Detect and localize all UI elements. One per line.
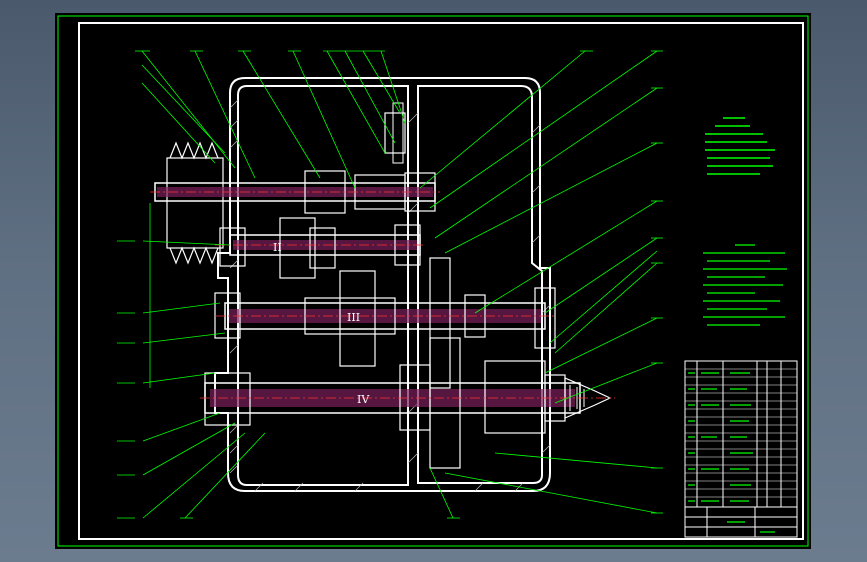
housing: [214, 77, 551, 492]
parts-list-rows: [685, 368, 797, 498]
outer-sheet-border: [57, 15, 809, 547]
parts-list-entries: [688, 372, 753, 502]
shaft-label-ii: II: [273, 241, 282, 254]
parts-list-table: [684, 360, 798, 508]
shaft-label-iii: III: [347, 311, 360, 324]
technical-requirements: [703, 244, 787, 326]
title-block: [684, 506, 798, 538]
shaft-iii: [214, 257, 556, 389]
leader-ticks: [117, 50, 663, 519]
technical-notes-top: [705, 117, 775, 175]
title-block-entries: [727, 521, 775, 533]
leader-lines: [141, 50, 658, 519]
shaft-iv: [204, 337, 612, 469]
shaft-label-iv: IV: [357, 393, 370, 406]
inner-sheet-border: [78, 22, 804, 540]
v-belt-pulley: [166, 141, 224, 265]
centerlines: [150, 191, 615, 399]
cad-viewport[interactable]: II III IV: [55, 13, 811, 549]
shaft-ii: [219, 217, 421, 279]
gearbox-assembly-drawing: II III IV: [57, 15, 809, 547]
